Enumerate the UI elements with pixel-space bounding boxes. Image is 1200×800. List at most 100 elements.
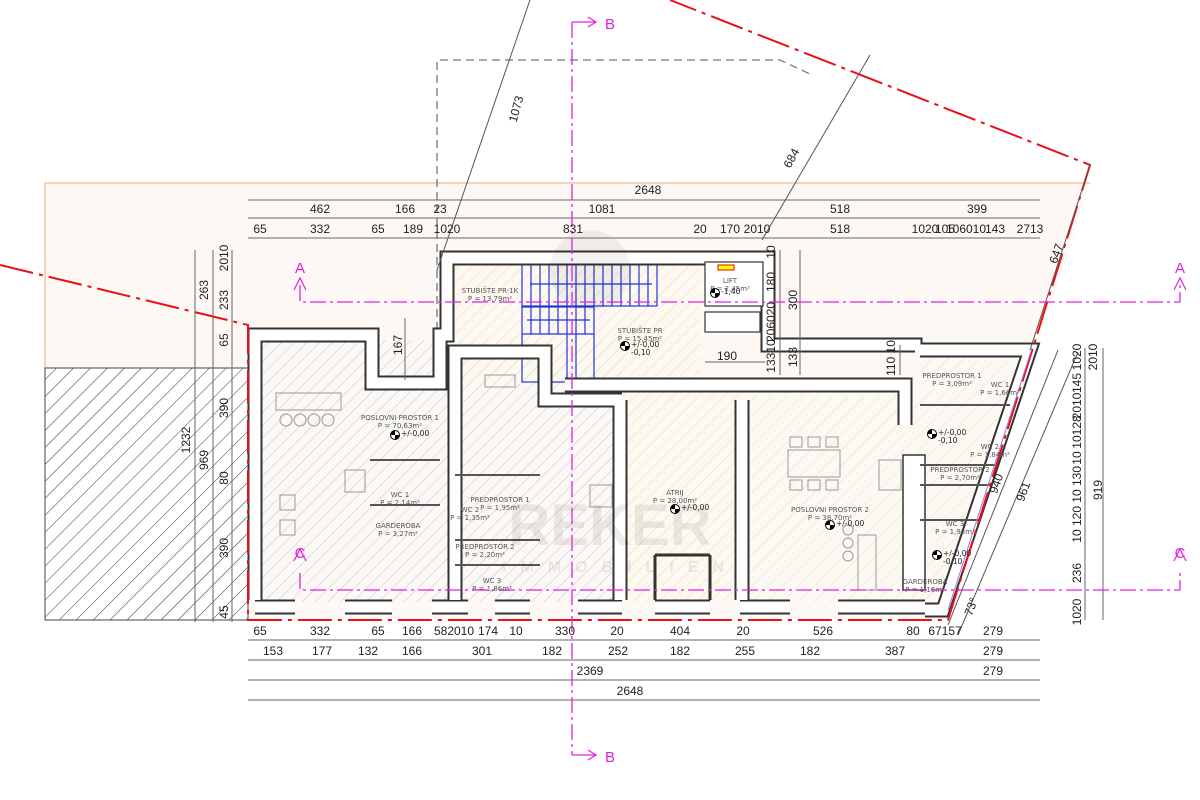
room-name: ATRIJ (666, 489, 684, 497)
room-name: GARDEROBA (903, 578, 948, 586)
dimension-label: 13310 (764, 339, 778, 373)
upper-outline (436, 59, 813, 330)
room-name: PREDPROSTOR 1 (470, 496, 529, 504)
room-area: P = 70,63m² (378, 422, 422, 430)
room-area: P = 3,27m² (378, 530, 418, 538)
dimension-label: 166 (402, 644, 422, 658)
dimension-label: 1073 (506, 94, 527, 124)
section-b-label-top: B (605, 16, 615, 33)
dimension-label: 300 (786, 290, 800, 310)
dimension-label: 10 (509, 624, 523, 638)
dimension-label: 279 (983, 664, 1003, 678)
dimension-label: 65 (371, 222, 385, 236)
level-marker-icon (670, 504, 680, 514)
dimension-label: 65 (253, 222, 267, 236)
level-marker-icon (825, 520, 835, 530)
room-name: PREDPROSTOR 2 (930, 466, 989, 474)
dimension-label: 2010 (217, 244, 231, 271)
dimension-label: 65 (371, 624, 385, 638)
dimension-label: 189 (403, 222, 423, 236)
room-area: P = 38,70m² (808, 514, 852, 522)
dimension-label: 182 (800, 644, 820, 658)
room-name: WC 2 (981, 443, 1000, 451)
dimension-label: 387 (885, 644, 905, 658)
dimension-label: 145 (1070, 373, 1084, 393)
dimension-label: 1020 (1070, 598, 1084, 625)
dimension-label: 301 (472, 644, 492, 658)
section-a-label-right: A (1175, 260, 1185, 277)
dimension-label: 919 (1091, 480, 1105, 500)
dimension-label: 399 (967, 202, 987, 216)
level-marker-icon (932, 550, 942, 560)
room-area: P = 2,14m² (380, 499, 420, 507)
dimension-label: 67157 (928, 624, 962, 638)
dimension-label: 10 (1070, 451, 1084, 465)
level-value: +/-0,00 (631, 340, 659, 349)
room-fill-stairs (447, 262, 700, 384)
room-name: WC 1 (391, 491, 410, 499)
room-name: PREDPROSTOR 2 (455, 543, 514, 551)
level-marker-icon (390, 430, 400, 440)
dimension-label: 65 (253, 624, 267, 638)
dimension-label: 518 (830, 222, 850, 236)
property-line (0, 0, 1092, 621)
dimension-label: 190 (717, 349, 737, 363)
dimension-label: 180 (764, 272, 778, 292)
room-area: P = 1,95m² (480, 504, 520, 512)
dimension-label: 166 (395, 202, 415, 216)
watermark-logo: REKER IMMOBILIEN (502, 230, 738, 576)
room-name: LIFT (723, 277, 738, 285)
dimension-label: 80 (217, 471, 231, 485)
level-value: -1,40 (721, 287, 741, 296)
dimension-label: 10 (764, 245, 778, 259)
dimension-label: 2010 (744, 222, 771, 236)
dimension-label: 174 (478, 624, 498, 638)
site-boundary (44, 182, 1090, 368)
dimension-label: 10128 (1070, 415, 1084, 449)
dimension-label: 80 (906, 624, 920, 638)
room-area: P = 1,93m² (935, 528, 975, 536)
angle-label: 73° (962, 596, 981, 618)
dimension-label: 961 (1013, 480, 1033, 504)
room-name: POSLOVNI PROSTOR 2 (791, 506, 869, 514)
room-name: POSLOVNI PROSTOR 1 (361, 414, 439, 422)
room-area: P = 2,70m² (940, 474, 980, 482)
room-area: P = 1,86m² (472, 585, 512, 593)
dimension-label: 1232 (179, 426, 193, 453)
room-name: STUBIŠTE PR-1K (462, 286, 519, 295)
level-marker-icon (710, 288, 720, 298)
level-value-secondary: -0,10 (938, 436, 958, 445)
room-name: WC 2 (461, 506, 480, 514)
dimension-label: 404 (670, 624, 690, 638)
dimension-label: 182 (542, 644, 562, 658)
room-area: P = 13,79m² (468, 295, 512, 303)
watermark-text: REKER (508, 493, 711, 558)
dimension-label: 20 (693, 222, 707, 236)
room-name: WC 1 (991, 381, 1010, 389)
dimension-label: 684 (781, 146, 803, 171)
dimension-label: 10 (1070, 529, 1084, 543)
dimension-label: 332 (310, 222, 330, 236)
dimension-label: 166 (402, 624, 422, 638)
dimension-label: 133 (786, 347, 800, 367)
room-area: P = 1,66m² (980, 389, 1020, 397)
dimension-label: 940 (986, 472, 1006, 496)
walls (247, 250, 1041, 618)
dimension-label: 263 (197, 280, 211, 300)
dimension-lines (194, 199, 1104, 701)
dimension-label: 132 (358, 644, 378, 658)
watermark-subtext: IMMOBILIEN (502, 559, 738, 576)
dimension-label: 120 (1070, 506, 1084, 526)
dimension-label: 20 (610, 624, 624, 638)
dimension-label: 647 (1046, 242, 1066, 266)
dimension-label: 2648 (635, 183, 662, 197)
dimension-label: 2010 (1086, 343, 1100, 370)
dimension-label: 1020 (434, 222, 461, 236)
dimension-label: 153 (263, 644, 283, 658)
dimension-label: 143 (985, 222, 1005, 236)
room-name: WC 3 (946, 520, 965, 528)
level-value: +/-0,00 (836, 519, 864, 528)
dimension-label: 462 (310, 202, 330, 216)
dimension-label: 2648 (617, 684, 644, 698)
